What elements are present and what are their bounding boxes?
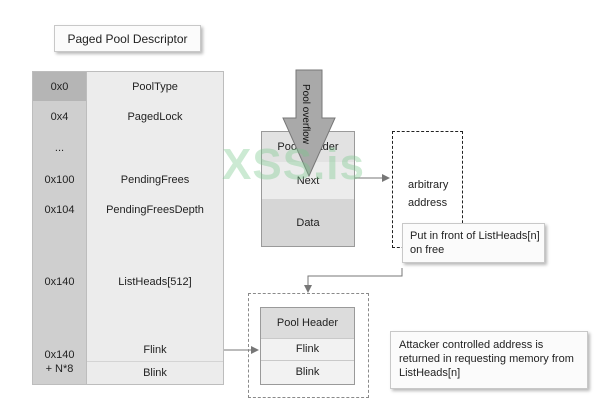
descriptor-row: 0x140 ListHeads[512]: [33, 224, 223, 340]
row-field: ListHeads[512]: [87, 224, 223, 339]
row-field: PoolType: [87, 72, 223, 101]
arbitrary-address-label: arbitrary address: [408, 179, 449, 209]
watermark: XSS.is: [222, 140, 365, 189]
attacker-note: Attacker controlled address is returned …: [390, 331, 588, 389]
row-field: [87, 132, 223, 164]
entry-blink: Blink: [87, 362, 223, 384]
freed-chunk-flink: Flink: [261, 338, 354, 361]
row-offset: 0x4: [33, 101, 87, 132]
row-offset: 0x100: [33, 164, 87, 195]
row-field: PendingFrees: [87, 164, 223, 195]
note-to-freed-chunk-arrow: [304, 268, 403, 293]
put-in-front-note: Put in front of ListHeads[n] on free: [402, 223, 545, 263]
descriptor-row: 0x100 PendingFrees: [33, 164, 223, 196]
listhead-entry-row: 0x140 + N*8 Flink Blink: [33, 339, 223, 384]
row-offset: ...: [33, 132, 87, 164]
row-offset: 0x104: [33, 195, 87, 224]
pool-overflow-label: Pool overflow: [300, 84, 311, 145]
row-offset: 0x140: [33, 224, 87, 339]
entry-offset: 0x140 + N*8: [33, 339, 87, 384]
chunk-data: Data: [262, 199, 354, 246]
row-offset: 0x0: [33, 72, 87, 101]
freed-chunk: Pool Header Flink Blink: [260, 307, 355, 385]
freed-chunk-blink: Blink: [295, 366, 320, 378]
row-field: PendingFreesDepth: [87, 195, 223, 224]
freed-chunk-header: Pool Header: [261, 308, 354, 339]
freed-chunk-group: [248, 293, 369, 398]
pool-descriptor-table: 0x0 PoolType 0x4 PagedLock ... 0x100 Pen…: [32, 71, 224, 385]
entry-flink: Flink: [87, 339, 223, 362]
descriptor-row: 0x0 PoolType: [33, 72, 223, 102]
row-field: PagedLock: [87, 101, 223, 132]
descriptor-row: 0x4 PagedLock: [33, 101, 223, 133]
diagram-title: Paged Pool Descriptor: [54, 25, 201, 52]
pool-overflow-arrow: [282, 69, 336, 178]
